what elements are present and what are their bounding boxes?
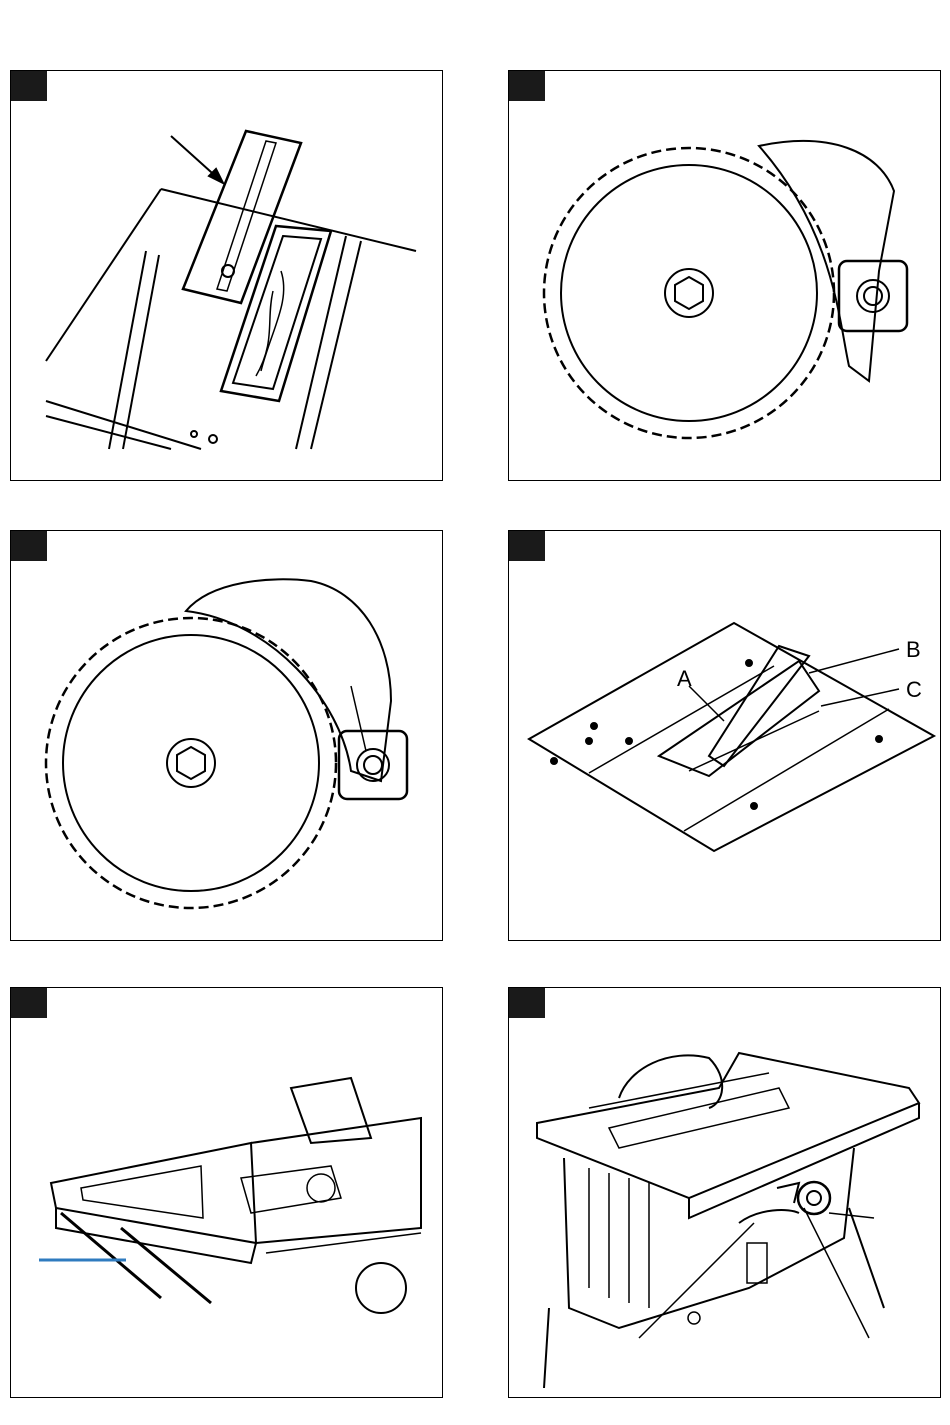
saw-bench-illustration <box>509 988 941 1398</box>
saw-blade-illustration <box>11 531 443 941</box>
figure-panel-2 <box>508 70 941 481</box>
figure-panel-6 <box>508 987 941 1398</box>
saw-blade-illustration <box>509 71 941 481</box>
figure-panel-4: A B C <box>508 530 941 941</box>
figure-panel-3 <box>10 530 443 941</box>
label-a: A <box>677 666 692 692</box>
table-insert-illustration <box>11 71 443 481</box>
table-top-illustration <box>509 531 941 941</box>
label-b: B <box>906 637 921 663</box>
label-c: C <box>906 677 922 703</box>
figure-panel-1 <box>10 70 443 481</box>
table-extension-illustration <box>11 988 443 1398</box>
figure-panel-5 <box>10 987 443 1398</box>
